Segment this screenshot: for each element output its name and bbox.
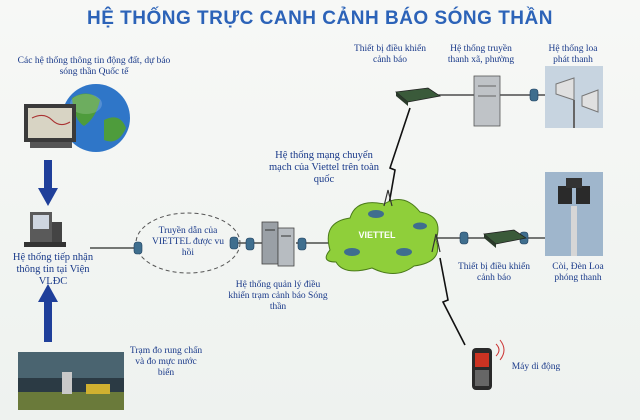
label-alarm-controller-mid: Thiết bị điều khiển cảnh báo xyxy=(457,262,531,283)
alarm-controller-icon xyxy=(483,229,528,248)
label-transmission: Truyền dẫn của VIETTEL được vu hồi xyxy=(151,226,225,258)
arrow-down-shaft xyxy=(44,160,52,190)
label-alarm-controller-top: Thiết bị điều khiển cảnh báo xyxy=(353,44,427,65)
siren-tower-photo xyxy=(545,172,603,256)
label-broadcast-system: Hệ thống truyền thanh xã, phường xyxy=(447,44,515,65)
connector-icon xyxy=(133,241,143,255)
seismic-station-photo xyxy=(18,352,124,410)
page-title: HỆ THỐNG TRỰC CANH CẢNH BÁO SÓNG THẦN xyxy=(87,8,553,29)
label-network: Hệ thống mạng chuyển mạch của Viettel tr… xyxy=(269,150,379,185)
label-seismic-station: Trạm đo rung chấn và đo mực nước biển xyxy=(129,346,203,378)
alarm-controller-icon xyxy=(395,87,442,106)
globe-icon xyxy=(62,84,130,152)
loudspeaker-photo xyxy=(545,66,603,128)
label-receiver: Hệ thống tiếp nhận thông tin tại Viện VL… xyxy=(12,252,94,287)
arrow-up-icon xyxy=(38,284,58,302)
connector-icon xyxy=(297,237,307,251)
label-management: Hệ thống quản lý điều khiển trạm cảnh bá… xyxy=(228,280,328,312)
server-icon xyxy=(261,221,295,267)
broadcast-rack-icon xyxy=(473,75,501,127)
label-loudspeaker-system: Hệ thống loa phát thanh xyxy=(548,44,598,65)
connector-icon xyxy=(245,237,255,251)
antenna-icon-cloud xyxy=(383,189,393,207)
viettel-cloud xyxy=(325,199,439,274)
world-monitor-icon xyxy=(24,104,76,148)
connector-icon xyxy=(229,236,239,250)
transmission-ring xyxy=(135,212,241,274)
label-siren: Còi, Đèn Loa phóng thanh xyxy=(552,262,604,283)
label-cloud: VIETTEL xyxy=(358,230,396,240)
wireless-link-top xyxy=(387,107,411,211)
computer-icon xyxy=(24,212,66,247)
arrow-up-shaft xyxy=(44,300,52,342)
mobile-phone-icon xyxy=(472,339,505,390)
antenna-icon-right xyxy=(431,233,441,253)
label-intl-sources: Các hệ thống thông tin động đất, dự báo … xyxy=(17,56,171,77)
wireless-link-mobile xyxy=(439,257,466,346)
connector-icon xyxy=(459,231,469,245)
arrow-down-icon xyxy=(38,188,58,206)
connector-icon xyxy=(529,88,539,102)
label-mobile: Máy di động xyxy=(511,362,561,372)
